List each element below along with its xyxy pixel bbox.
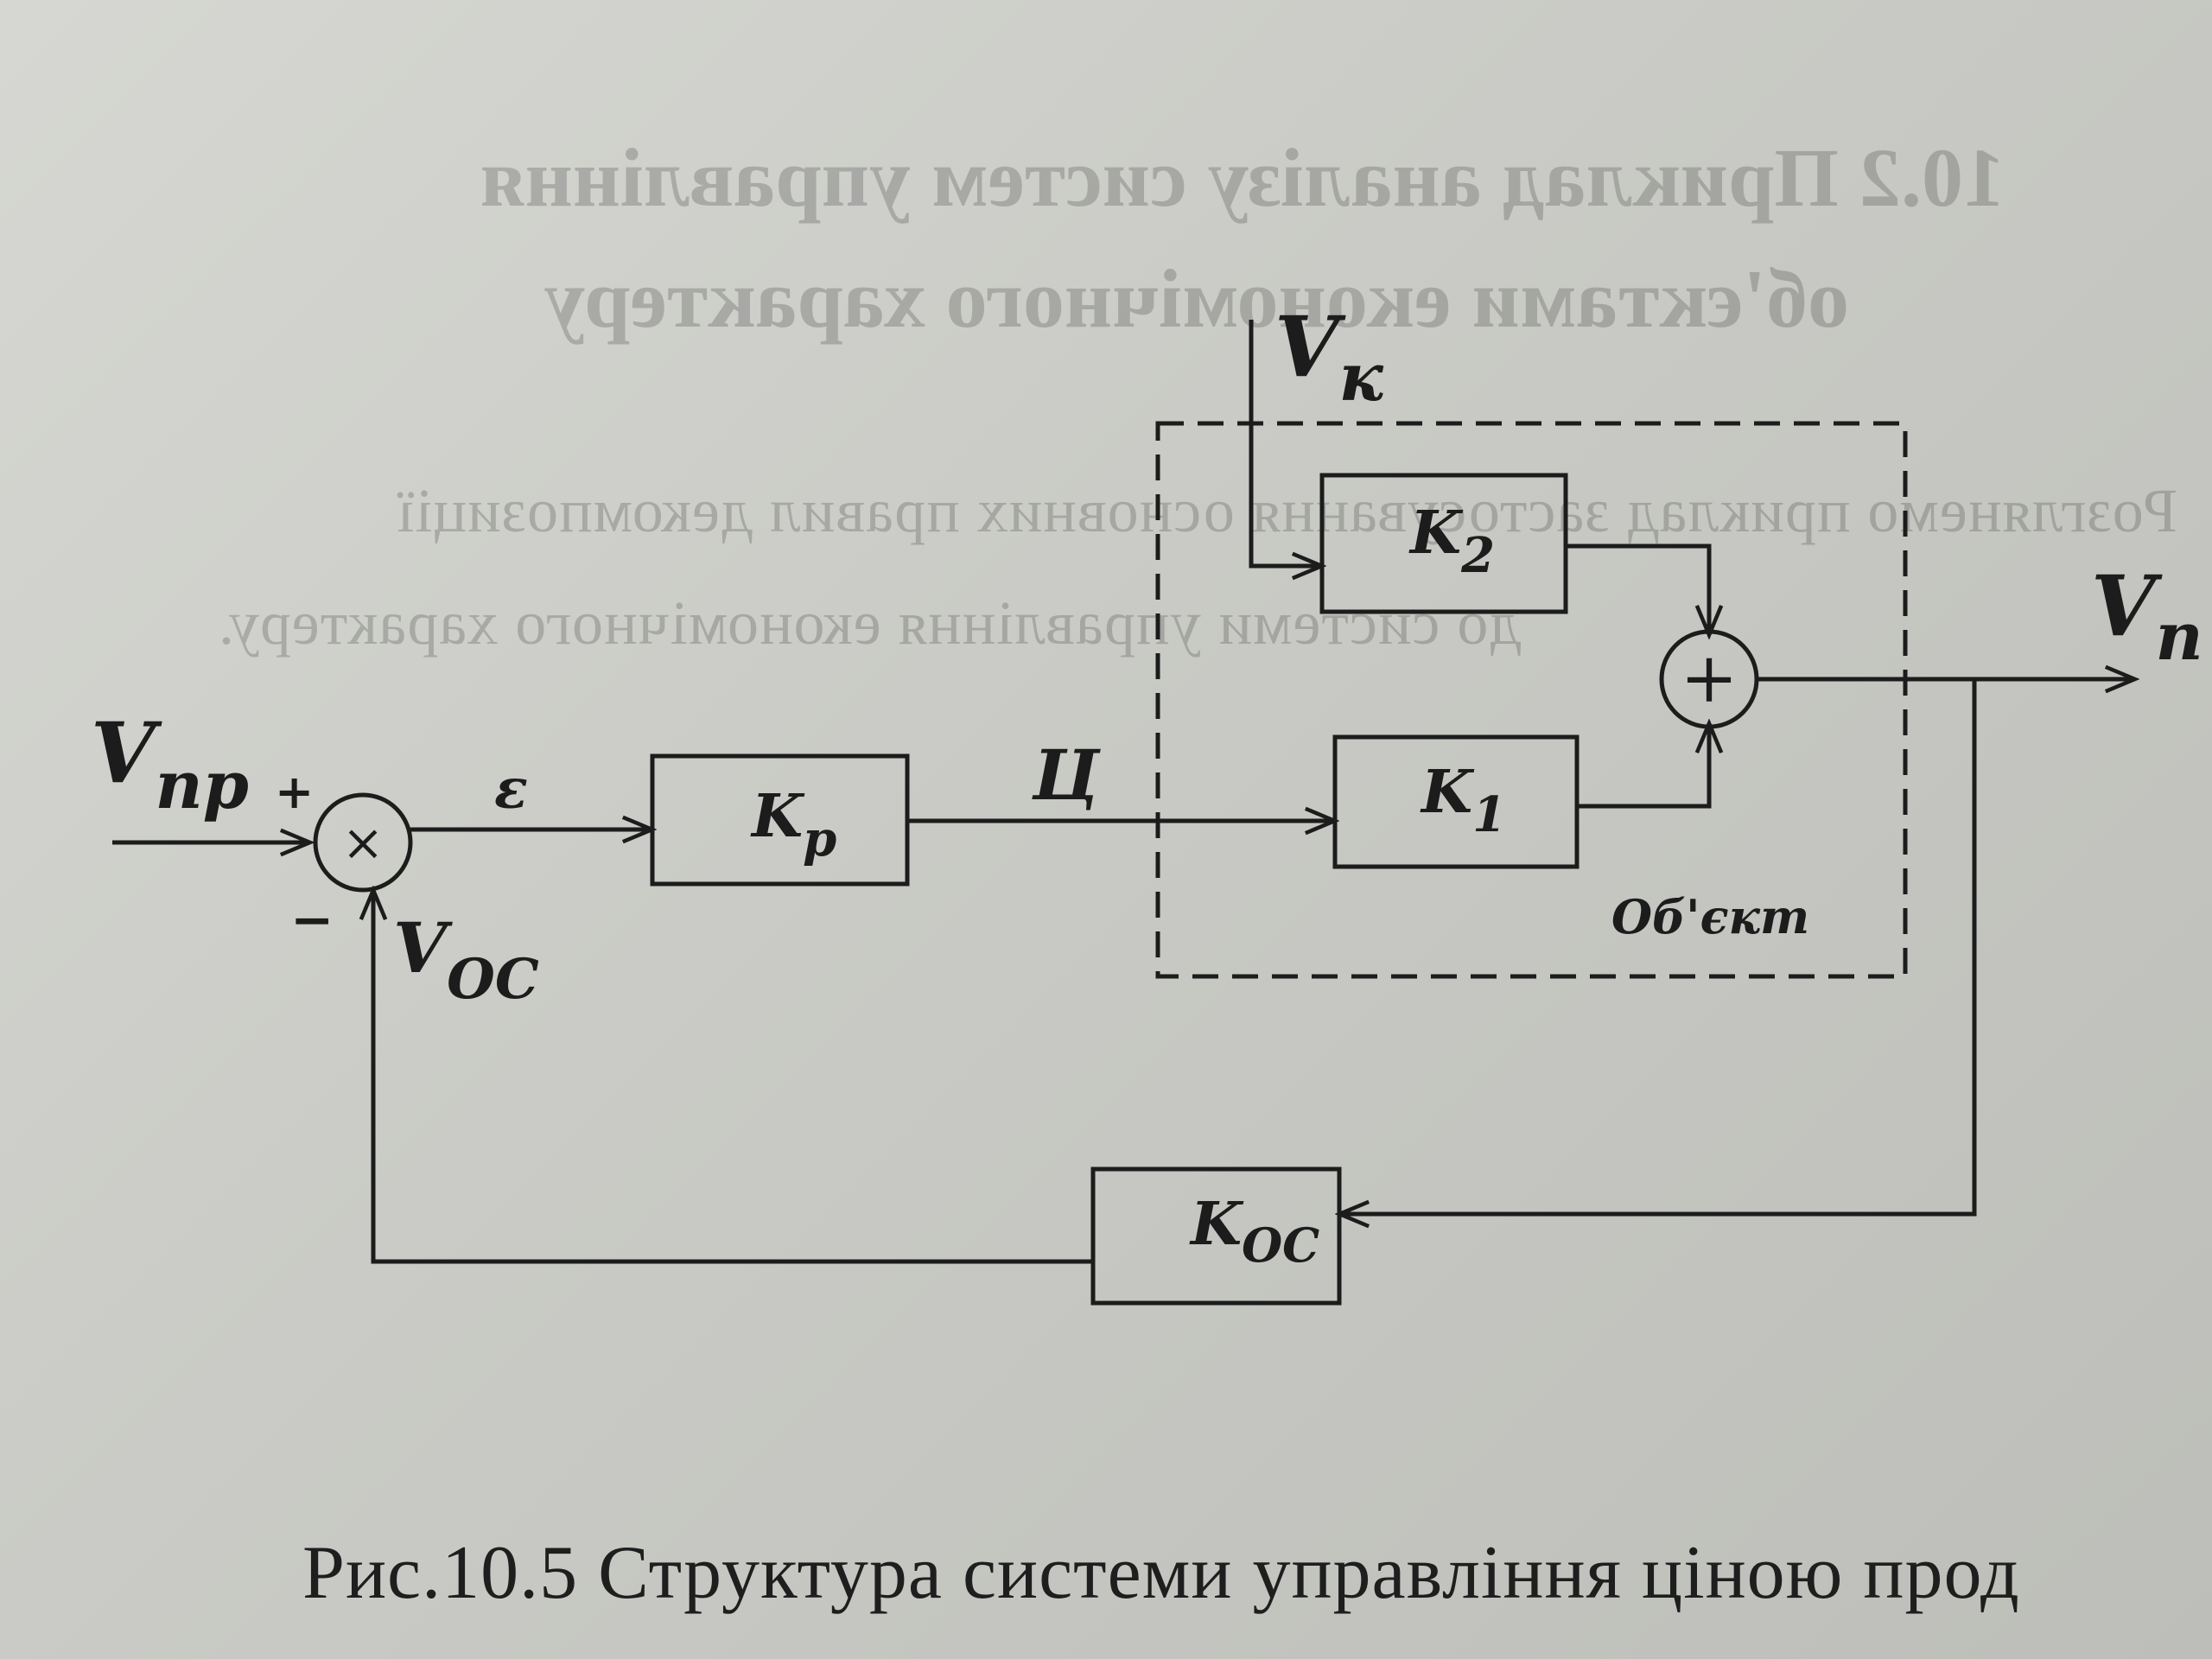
feedback-to-comparator-wire: [373, 893, 1093, 1264]
output-label: Vп: [2091, 557, 2203, 675]
feedback-signal-sub: ОС: [447, 947, 539, 1012]
controller-label: Kр: [750, 782, 836, 868]
object-label: Об'єкт: [1611, 889, 1809, 944]
plus-sign: +: [275, 764, 314, 819]
k2-to-adder-wire: [1566, 543, 1709, 632]
price-label: Ц: [1032, 734, 1101, 816]
k2-block: [1319, 473, 1568, 614]
feedback-signal-base: V: [393, 907, 453, 988]
k1-label: K1: [1420, 758, 1506, 843]
error-label: ε: [494, 757, 528, 822]
setpoint-sub: пр: [155, 747, 248, 823]
output-sub: п: [2155, 598, 2202, 675]
output-base: V: [2091, 557, 2163, 655]
figure-caption: Рис.10.5 Структура системи управління ці…: [302, 1531, 2020, 1615]
disturbance-sub: к: [1338, 339, 1383, 416]
k2-base: K: [1408, 499, 1464, 568]
disturbance-wire: [1249, 320, 1319, 566]
setpoint-label: Vпр: [91, 704, 249, 823]
minus-sign: −: [290, 890, 334, 950]
adder-symbol: +: [1680, 638, 1738, 718]
k1-to-adder-wire: [1577, 726, 1709, 809]
k2-sub: 2: [1460, 527, 1495, 584]
feedback-block: [1090, 1166, 1342, 1306]
disturbance-base: V: [1274, 298, 1346, 396]
feedback-return-wire: [1342, 679, 1977, 1214]
k1-sub: 1: [1472, 786, 1506, 843]
object-boundary: [1155, 421, 1908, 979]
feedback-block-sub: ОС: [1242, 1217, 1319, 1273]
k1-block: [1332, 734, 1580, 869]
k1-base: K: [1420, 758, 1475, 827]
disturbance-label: Vк: [1274, 298, 1383, 416]
controller-sub: р: [803, 810, 836, 868]
feedback-signal-label: VОС: [393, 907, 539, 1012]
comparator-symbol: ×: [342, 813, 385, 872]
controller-base: K: [750, 782, 805, 851]
setpoint-base: V: [91, 704, 162, 802]
k2-label: K2: [1408, 499, 1495, 584]
feedback-block-label: KОС: [1189, 1190, 1319, 1273]
feedback-block-base: K: [1189, 1190, 1244, 1259]
